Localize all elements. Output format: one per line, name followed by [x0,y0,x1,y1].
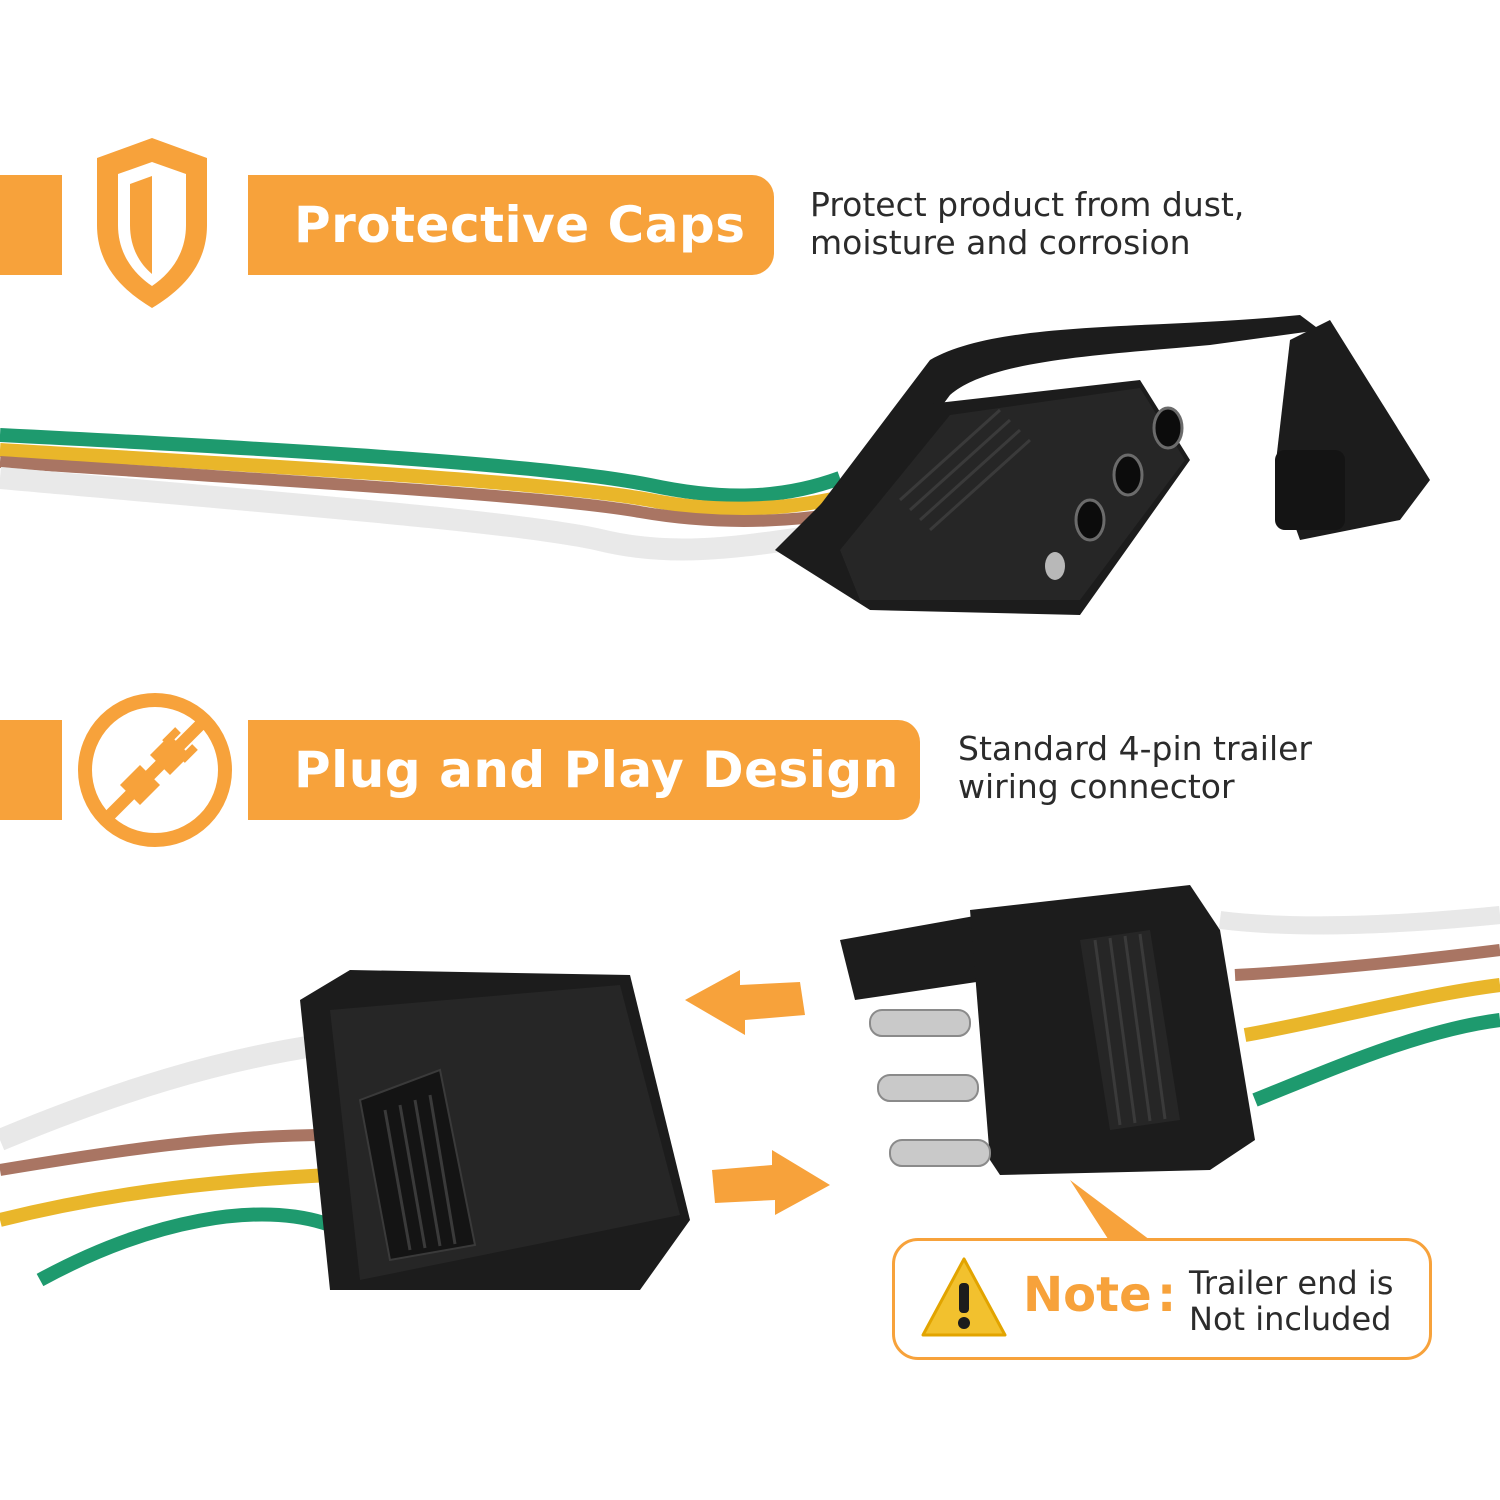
feature-description: Standard 4-pin trailer wiring connector [958,729,1312,806]
plug-icon [78,693,232,847]
note-box: Note : Trailer end is Not included [892,1238,1432,1360]
connector-with-cap-illustration [0,315,1430,615]
note-label-colon: : [1157,1267,1177,1323]
feature-title-banner: Plug and Play Design [248,720,920,820]
banner-left-stub [0,720,62,820]
feature-description: Protect product from dust, moisture and … [810,185,1245,262]
feature-title-banner: Protective Caps [248,175,774,275]
note-label: Note [1023,1267,1152,1323]
banner-left-stub [0,175,62,275]
plug-connection-illustration [0,885,1500,1290]
note-text: Trailer end is Not included [1189,1264,1394,1338]
feature-plug-and-play: Plug and Play Design Standard 4-pin trai… [0,680,1500,880]
feature-title: Plug and Play Design [294,741,899,799]
feature-protective-caps: Protective Caps Protect product from dus… [0,130,1500,330]
warning-icon [921,1257,1007,1337]
shield-icon [97,138,207,308]
feature-title: Protective Caps [294,196,746,254]
